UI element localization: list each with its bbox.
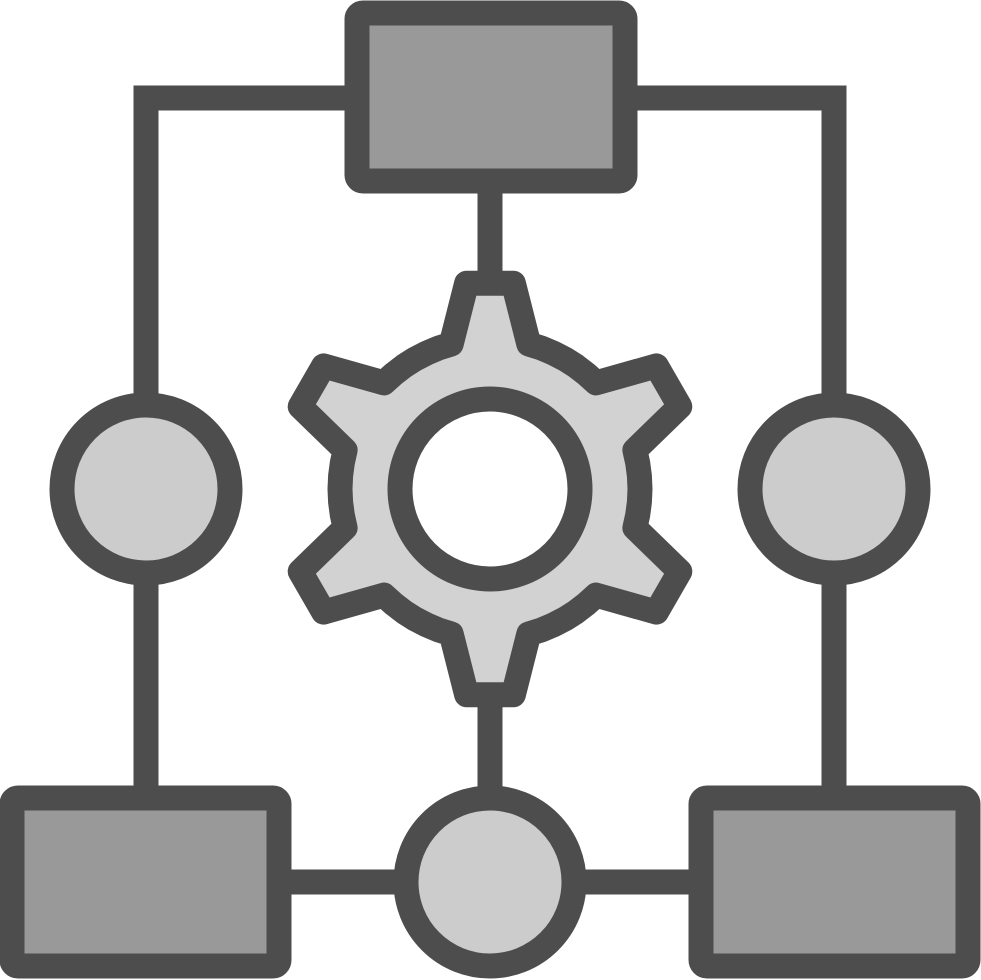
process-box-bottom-right (688, 785, 981, 979)
process-box-top (344, 0, 638, 194)
node-circle-bottom (393, 785, 587, 979)
connector-top-right (612, 85, 847, 417)
node-circle-right (737, 392, 931, 586)
node-circle-left (49, 392, 243, 586)
connector-lines (133, 85, 847, 895)
connector-top-left (133, 85, 370, 417)
process-box-bottom-left (0, 785, 292, 979)
gear-center-hole (387, 386, 593, 592)
